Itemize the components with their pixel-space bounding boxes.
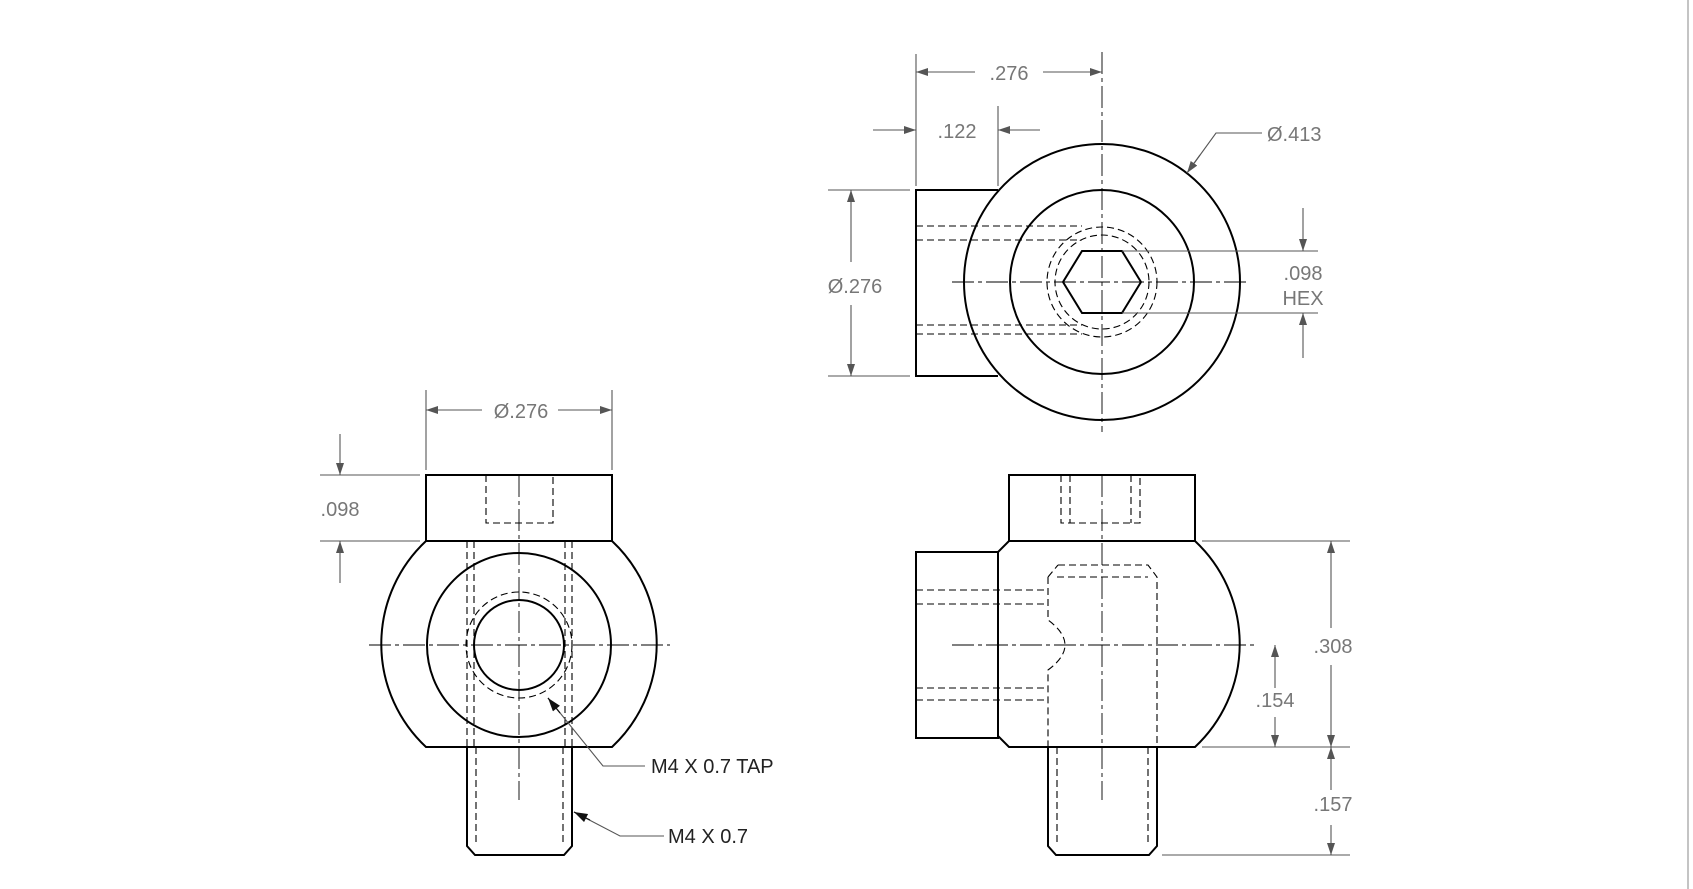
dim-body-height: .308: [1314, 636, 1353, 658]
dim-hex-size: .098: [1284, 263, 1323, 285]
leader-tap: [547, 697, 645, 767]
side-view: .308 .154 .157: [915, 474, 1353, 856]
dim-center-height: .154: [1256, 690, 1295, 712]
dim-stud-length: .157: [1314, 794, 1353, 816]
top-view: .276 .122 Ø.413 Ø.276 .098 HEX: [828, 52, 1324, 432]
dim-shank-length: .122: [938, 121, 977, 143]
shank-hidden-top: [916, 225, 1082, 241]
dim-overall-width: .276: [990, 63, 1029, 85]
dim-head-diameter: Ø.413: [1267, 124, 1321, 146]
stud-outline: [466, 747, 573, 856]
leader-thread: [573, 811, 664, 837]
leader-tap-arrow: [547, 697, 561, 714]
cap-hidden-bore: [1060, 475, 1141, 524]
dim-shank-diameter: Ø.276: [828, 276, 882, 298]
leader-head-dia: [1186, 132, 1262, 174]
leader-thread-arrow: [573, 811, 591, 823]
callout-thread: M4 X 0.7: [668, 826, 748, 848]
front-view: Ø.276 .098 M4 X 0.7 TAP M4 X 0.7: [320, 390, 774, 856]
stud-hidden: [1056, 747, 1149, 846]
body-hidden-bore: [466, 541, 573, 747]
shank-hidden-bottom: [916, 324, 1082, 335]
body-hidden-bore: [1047, 564, 1158, 747]
cap-hidden-bore: [485, 475, 554, 524]
shank-outline: [915, 189, 998, 377]
dim-hex-label: HEX: [1282, 288, 1323, 310]
stud-hidden: [475, 747, 564, 846]
stud-outline: [1047, 747, 1158, 856]
shank-hidden: [916, 589, 1048, 701]
callout-tap: M4 X 0.7 TAP: [651, 756, 774, 778]
body-outline: [997, 540, 1241, 748]
dim-cap-height: .098: [321, 499, 360, 521]
dim-cap-diameter: Ø.276: [494, 401, 548, 423]
leader-arrow: [1186, 154, 1201, 174]
